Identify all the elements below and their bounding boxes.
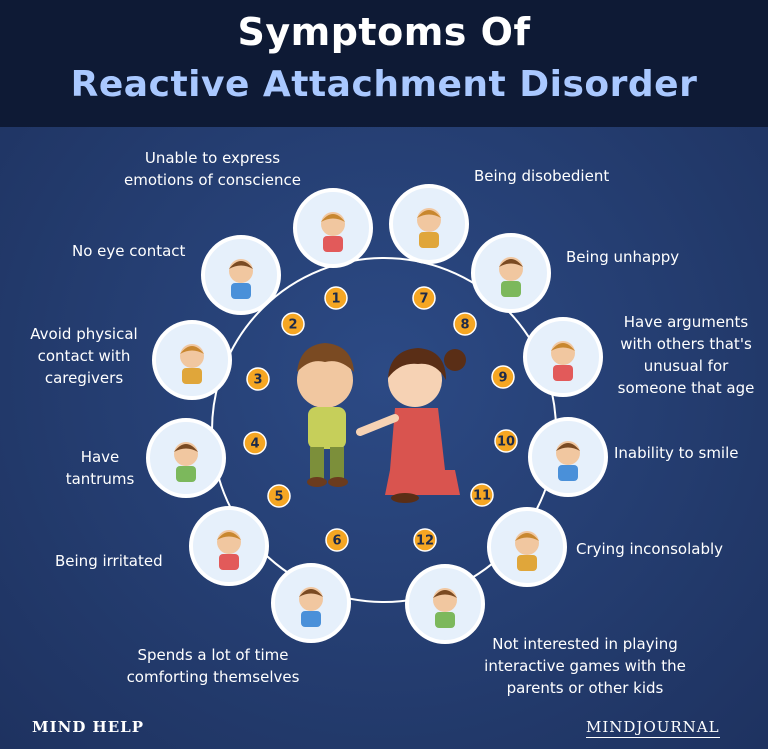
mind-help-logo: MIND HELP — [32, 718, 144, 736]
symptom-10-illustration — [528, 417, 608, 497]
symptom-3-illustration — [152, 320, 232, 400]
symptom-6-illustration — [271, 563, 351, 643]
number-badge-label: 3 — [253, 373, 262, 388]
number-badge-label: 4 — [250, 437, 259, 452]
label-symptom-10: Inability to smile — [614, 444, 739, 462]
number-badge-2: 2 — [281, 312, 305, 336]
number-badge-10: 10 — [494, 429, 518, 453]
label-symptom-7: Being disobedient — [474, 167, 610, 185]
number-badge-4: 4 — [243, 431, 267, 455]
number-badge-5: 5 — [267, 484, 291, 508]
header-band — [0, 0, 768, 127]
symptom-1-illustration — [293, 188, 373, 268]
symptom-8-illustration — [471, 233, 551, 313]
label-symptom-8: Being unhappy — [566, 248, 680, 266]
number-badge-label: 8 — [460, 318, 469, 333]
number-badge-label: 10 — [497, 435, 515, 450]
label-symptom-2: No eye contact — [72, 242, 186, 260]
symptom-5-illustration — [189, 506, 269, 586]
number-badge-label: 6 — [332, 534, 341, 549]
title-line-1: Symptoms Of — [237, 10, 531, 54]
mind-journal-logo: MINDJOURNAL — [586, 718, 720, 738]
symptom-7-illustration — [389, 184, 469, 264]
number-badge-label: 9 — [498, 371, 507, 386]
number-badge-11: 11 — [470, 483, 494, 507]
number-badge-9: 9 — [491, 365, 515, 389]
number-badge-6: 6 — [325, 528, 349, 552]
number-badge-3: 3 — [246, 367, 270, 391]
symptom-11-illustration — [487, 507, 567, 587]
number-badge-label: 2 — [288, 318, 297, 333]
number-badge-7: 7 — [412, 286, 436, 310]
label-symptom-5: Being irritated — [55, 552, 163, 570]
center-child-mother-illustration — [297, 343, 466, 503]
number-badge-label: 7 — [419, 292, 428, 307]
number-badge-12: 12 — [413, 528, 437, 552]
number-badge-8: 8 — [453, 312, 477, 336]
number-badge-1: 1 — [324, 286, 348, 310]
number-badge-label: 11 — [473, 489, 491, 504]
symptom-12-illustration — [405, 564, 485, 644]
number-badge-label: 1 — [331, 292, 340, 307]
symptom-2-illustration — [201, 235, 281, 315]
number-badge-label: 12 — [416, 534, 434, 549]
symptom-9-illustration — [523, 317, 603, 397]
title-line-2: Reactive Attachment Disorder — [70, 64, 698, 105]
label-symptom-11: Crying inconsolably — [576, 540, 724, 558]
symptom-4-illustration — [146, 418, 226, 498]
number-badge-label: 5 — [274, 490, 283, 505]
